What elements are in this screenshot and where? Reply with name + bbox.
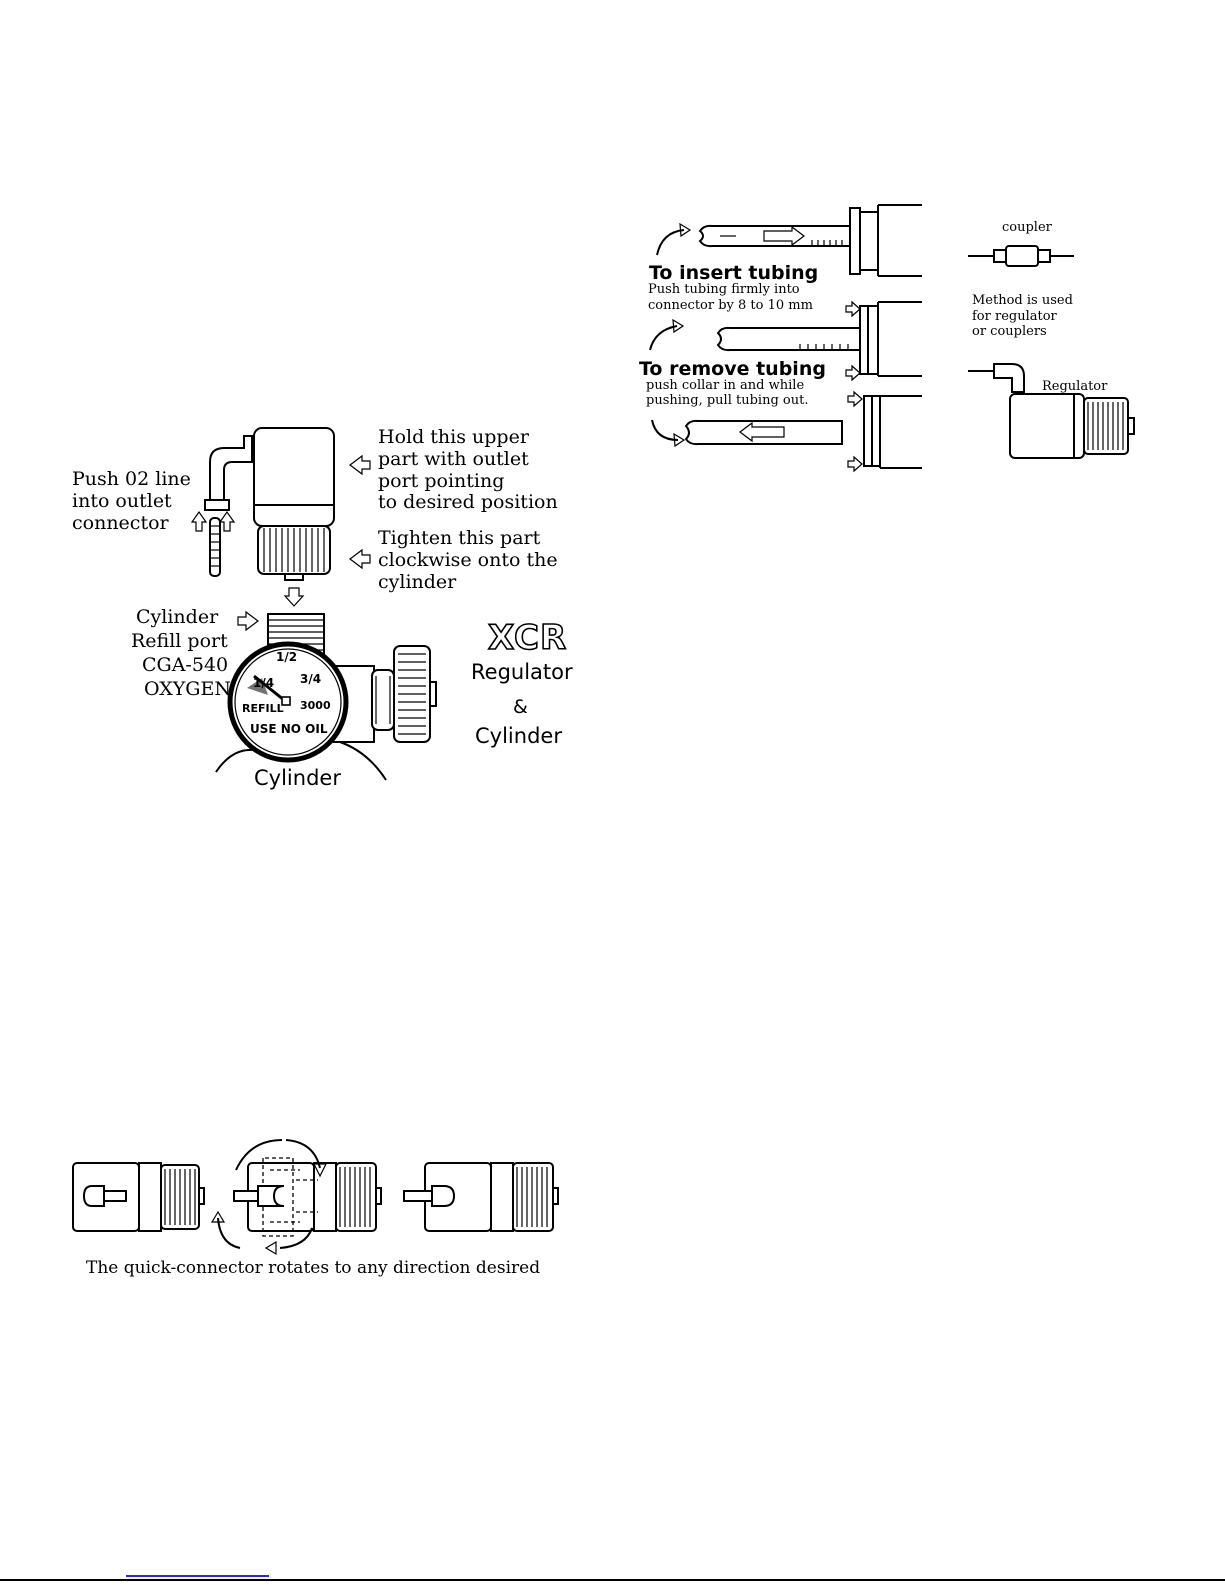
gauge-half: 1/2 (276, 650, 298, 664)
remove-tubing-heading: To remove tubing (639, 358, 826, 380)
gauge-pressure: 3000 (300, 699, 331, 712)
method-label: or couplers (972, 324, 1047, 339)
xcr-logo: XCR (487, 617, 568, 659)
hold-upper-label: to desired position (378, 491, 558, 513)
insert-tubing-heading: To insert tubing (649, 262, 819, 284)
tubing-illustration (649, 204, 1135, 473)
ampersand: & (513, 696, 528, 718)
rotation-caption: The quick-connector rotates to any direc… (86, 1258, 541, 1278)
cylinder-label: Cylinder (254, 766, 341, 790)
cylinder-refill-label: CGA-540 (142, 654, 229, 676)
push-o2-line-label: Push 02 line (72, 468, 191, 490)
cylinder-refill-label: Refill port (131, 630, 228, 652)
regulator-illustration (190, 427, 437, 781)
hold-upper-label: Hold this upper (378, 426, 529, 448)
coupler-label: coupler (1002, 220, 1052, 235)
rotation-illustration (72, 1139, 559, 1256)
push-o2-line-label: connector (72, 512, 169, 534)
insert-tubing-desc: connector by 8 to 10 mm (648, 298, 813, 313)
gauge-use-no-oil: USE NO OIL (250, 722, 328, 736)
regulator-small-label: Regulator (1042, 379, 1108, 394)
cylinder-refill-label: OXYGEN (144, 678, 231, 700)
tighten-label: clockwise onto the (378, 549, 558, 571)
insert-tubing-desc: Push tubing firmly into (648, 282, 800, 297)
gauge-refill: REFILL (242, 702, 284, 715)
bottom-link-underline[interactable] (126, 1575, 269, 1577)
hold-upper-label: port pointing (378, 470, 505, 492)
page-bottom-rule (0, 1579, 1225, 1581)
cylinder-title: Cylinder (475, 724, 562, 748)
method-label: for regulator (972, 309, 1057, 324)
gauge-quarter: 1/4 (253, 676, 275, 690)
hold-upper-label: part with outlet (378, 448, 529, 470)
tighten-label: cylinder (378, 571, 457, 593)
remove-tubing-desc: push collar in and while (646, 378, 805, 393)
method-label: Method is used (972, 293, 1073, 308)
cylinder-refill-label: Cylinder (136, 606, 219, 628)
push-o2-line-label: into outlet (72, 490, 172, 512)
regulator-title: Regulator (471, 660, 573, 684)
remove-tubing-desc: pushing, pull tubing out. (646, 393, 809, 408)
tighten-label: Tighten this part (378, 527, 541, 549)
gauge-three-quarter: 3/4 (300, 672, 322, 686)
